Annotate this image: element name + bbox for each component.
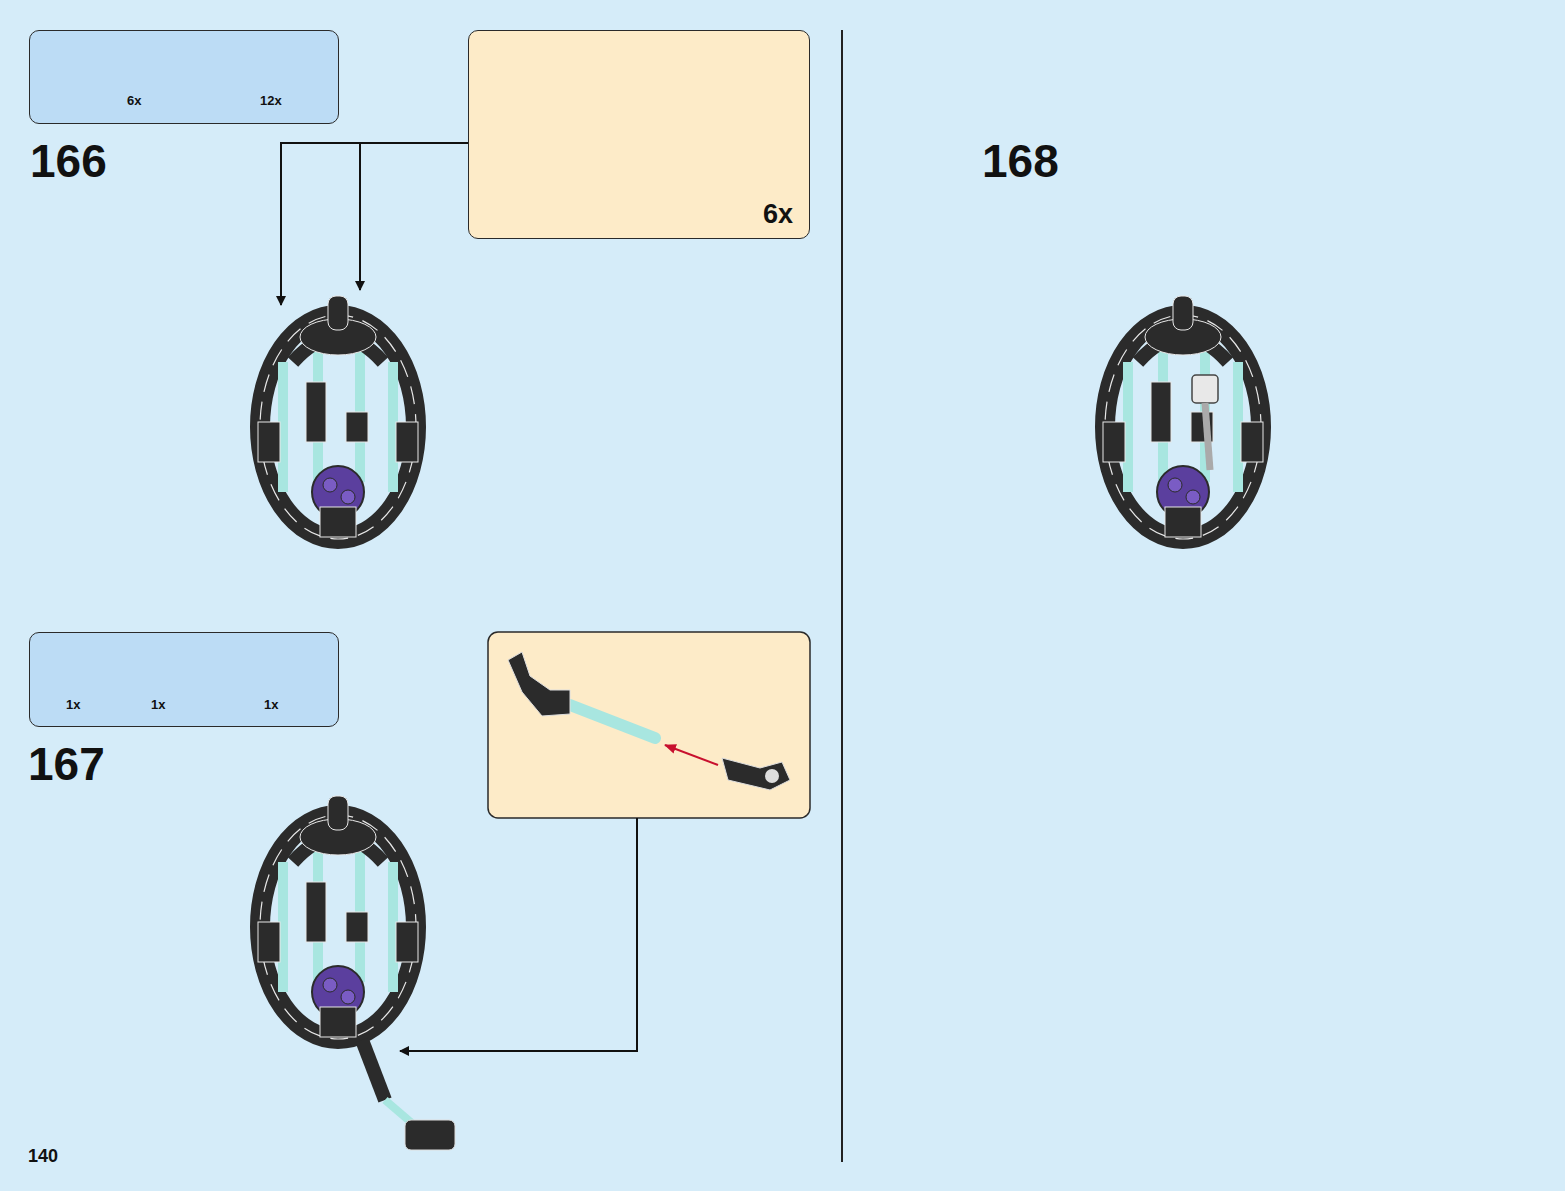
part-quantity: 1x bbox=[264, 697, 278, 712]
step-number: 168 bbox=[982, 134, 1059, 188]
parts-list-box: 1x 1x 1x bbox=[29, 632, 339, 727]
step-number: 167 bbox=[28, 737, 105, 791]
part-quantity: 6x bbox=[127, 93, 141, 108]
parts-list-box: 6x 12x bbox=[29, 30, 339, 124]
subassembly-box: 6x bbox=[468, 30, 810, 239]
part-quantity: 6x bbox=[763, 199, 793, 230]
part-quantity: 1x bbox=[66, 697, 80, 712]
part-quantity: 1x bbox=[151, 697, 165, 712]
step-number: 166 bbox=[30, 134, 107, 188]
page-number: 140 bbox=[28, 1146, 58, 1167]
part-quantity: 12x bbox=[260, 93, 282, 108]
